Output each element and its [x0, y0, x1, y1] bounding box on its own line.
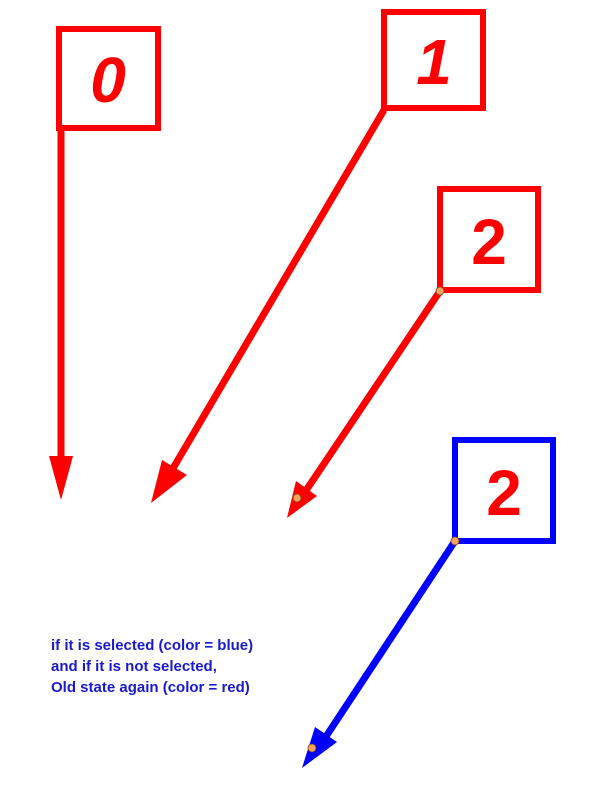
note-line-3: Old state again (color = red) — [51, 679, 250, 696]
marker-1-arrow-shaft — [168, 108, 388, 472]
marker-2-selected-arrow-head — [302, 727, 337, 768]
marker-2-selected-tip-dot[interactable] — [307, 743, 317, 753]
marker-2-arrow-shaft — [302, 289, 443, 494]
marker-0-label: 0 — [90, 44, 126, 116]
marker-1-box — [381, 9, 486, 111]
marker-1[interactable]: 1 — [151, 9, 486, 503]
marker-2-selected-label: 2 — [486, 457, 522, 529]
marker-2-handle-dot[interactable] — [435, 286, 445, 296]
note-line-1: if it is selected (color = blue) — [51, 637, 254, 654]
marker-2-box — [437, 186, 541, 293]
marker-2-arrow-head — [287, 481, 317, 518]
marker-2-selected-box — [452, 437, 556, 544]
marker-1-label: 1 — [416, 26, 452, 98]
marker-2-selected[interactable]: 2 — [302, 437, 556, 768]
marker-2-tip-dot[interactable] — [292, 493, 302, 503]
marker-2-label: 2 — [471, 206, 507, 278]
marker-1-arrow-head — [151, 460, 187, 503]
marker-0[interactable]: 0 — [49, 26, 161, 500]
marker-2-selected-handle-dot[interactable] — [450, 536, 460, 546]
marker-0-arrow-head — [49, 456, 73, 500]
marker-2-selected-arrow-shaft — [322, 539, 458, 740]
marker-0-box — [56, 26, 161, 131]
selection-note: if it is selected (color = blue) and if … — [51, 635, 253, 698]
marker-2[interactable]: 2 — [287, 186, 541, 518]
note-line-2: and if it is not selected, — [51, 658, 217, 675]
